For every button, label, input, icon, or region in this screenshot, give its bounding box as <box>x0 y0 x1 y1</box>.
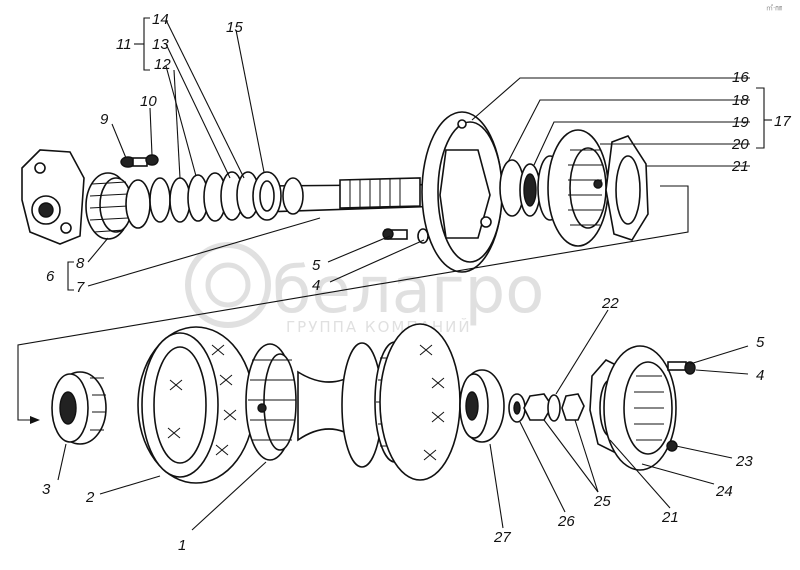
callout-17: 17 <box>774 113 791 130</box>
callout-27: 27 <box>493 529 511 546</box>
callout-5-upper: 5 <box>312 257 321 274</box>
callout-20: 20 <box>731 136 749 153</box>
watermark: белагро ГРУППА КОМПАНИЙ <box>185 242 544 336</box>
bolts-9-10 <box>120 154 159 168</box>
watermark-tagline: ГРУППА КОМПАНИЙ <box>286 317 472 336</box>
callout-21-lower: 21 <box>661 509 679 526</box>
leader-lines <box>57 17 772 531</box>
watermark-logo-icon <box>185 242 271 328</box>
callout-9: 9 <box>100 111 109 128</box>
callout-18: 18 <box>732 92 749 109</box>
callout-22: 22 <box>601 295 619 312</box>
assembly-lines <box>17 185 689 424</box>
bolt-5-washer-4-lower <box>667 361 696 375</box>
bolt-5-washer-4-upper <box>382 228 429 244</box>
callout-24: 24 <box>715 483 733 500</box>
callout-23: 23 <box>735 453 753 470</box>
callout-10: 10 <box>140 93 157 110</box>
callout-11: 11 <box>116 36 132 53</box>
callout-15: 15 <box>226 19 243 36</box>
callout-19: 19 <box>732 114 749 131</box>
callout-16: 16 <box>732 69 749 86</box>
callout-2: 2 <box>85 489 95 506</box>
upper-shaft-assembly <box>21 111 649 273</box>
ring-11 <box>149 177 171 223</box>
callout-14: 14 <box>152 11 169 28</box>
callout-labels: 14 15 11 13 12 10 9 16 18 19 17 20 21 5 … <box>42 11 791 554</box>
watermark-brand: белагро <box>272 254 544 328</box>
callout-7: 7 <box>76 279 85 296</box>
callout-12: 12 <box>154 56 171 73</box>
plug-23 <box>666 440 678 452</box>
callout-4-lower: 4 <box>756 367 764 384</box>
callout-4-upper: 4 <box>312 277 320 294</box>
callout-5-lower: 5 <box>756 334 765 351</box>
callout-1: 1 <box>178 537 186 554</box>
ring-12 <box>169 177 191 223</box>
callout-3: 3 <box>42 481 51 498</box>
callout-25: 25 <box>593 493 611 510</box>
callout-13: 13 <box>152 36 169 53</box>
callout-21-upper: 21 <box>731 158 749 175</box>
corner-mark: ㎡·㎜ <box>766 4 782 12</box>
callout-6: 6 <box>46 268 55 285</box>
callout-8: 8 <box>76 255 85 272</box>
callout-26: 26 <box>557 513 575 530</box>
lower-differential-assembly <box>51 323 696 484</box>
